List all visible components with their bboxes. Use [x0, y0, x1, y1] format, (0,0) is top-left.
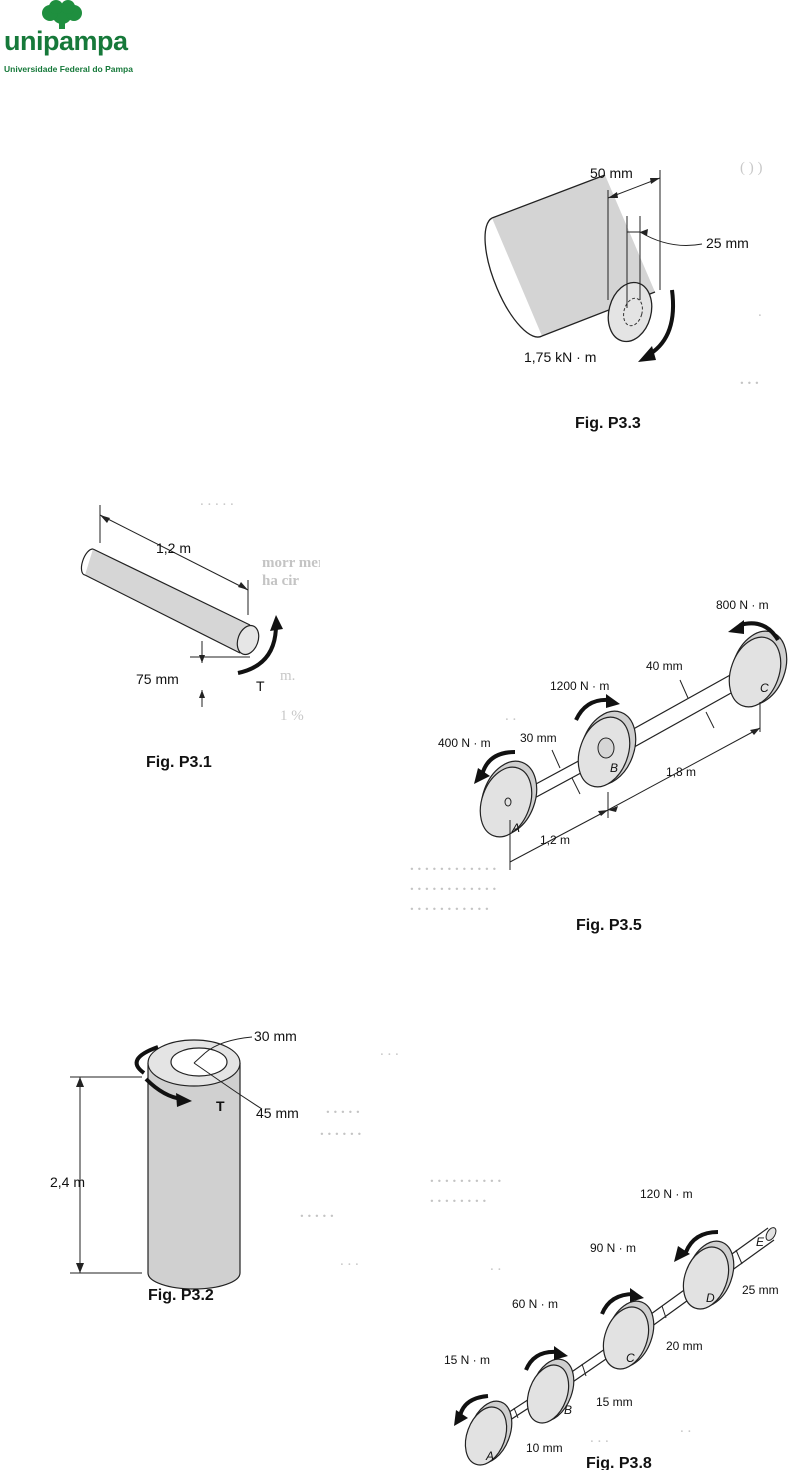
svg-text:. . .: . . .	[590, 1430, 609, 1446]
dim-inner: 30 mm	[254, 1028, 297, 1044]
svg-text:. . . . . . . . . .: . . . . . . . . . . .	[410, 898, 489, 914]
dim-length: 1,2 m	[156, 540, 191, 556]
svg-text:. . . . . . . . . . .: . . . . . . . . . . . .	[410, 878, 497, 894]
figure-p3-1: . . . . . morr mer ha cir m. 1 % 1,2 m 7…	[80, 493, 320, 771]
torque-label: 1,75 kN · m	[524, 349, 596, 365]
svg-text:. .: . .	[680, 1420, 691, 1436]
dia-ab-label: 10 mm	[526, 1441, 563, 1455]
dia-ab-label: 30 mm	[520, 731, 557, 745]
figure-caption: Fig. P3.8	[586, 1455, 652, 1470]
gear-b-label: B	[564, 1403, 572, 1417]
torque-label: T	[216, 1098, 225, 1114]
svg-text:. . . . .: . . . . .	[200, 493, 234, 509]
svg-text:. . . . . . . .: . . . . . . . .	[430, 1190, 487, 1206]
torque-c-label: 90 N · m	[590, 1241, 636, 1255]
dia-bc-label: 40 mm	[646, 659, 683, 673]
svg-text:. . . . .: . . . . .	[300, 1205, 334, 1221]
logo: unipampa Universidade Federal do Pampa	[0, 0, 140, 80]
logo-subtitle: Universidade Federal do Pampa	[4, 64, 133, 74]
dim-outer: 45 mm	[256, 1105, 299, 1121]
torque-b-label: 1200 N · m	[550, 679, 609, 693]
gear-c-label: C	[626, 1351, 635, 1365]
figure-p3-8: . . . . . . . . . . . . . . . . . . . . …	[430, 1170, 779, 1470]
figure-p3-2: . . . . . . . . . . . . . . . . . . . . …	[50, 1028, 399, 1304]
svg-text:.: .	[758, 304, 762, 320]
tube-bore	[170, 1047, 228, 1077]
torque-d-label: 120 N · m	[640, 1187, 693, 1201]
svg-text:. .: . .	[505, 708, 516, 724]
svg-text:1 %: 1 %	[280, 708, 304, 724]
gear-a-label: A	[511, 821, 520, 835]
torque-c-label: 800 N · m	[716, 598, 769, 612]
torque-b-label: 60 N · m	[512, 1297, 558, 1311]
gear-c-label: C	[760, 681, 769, 695]
figure-caption: Fig. P3.3	[575, 415, 641, 432]
shaft-body	[85, 549, 250, 653]
dim-length: 2,4 m	[50, 1174, 85, 1190]
svg-text:( ) ): ( ) )	[740, 160, 763, 176]
tube-body	[148, 1063, 240, 1273]
tree-icon	[42, 0, 82, 29]
dim-diameter: 75 mm	[136, 671, 179, 687]
figure-caption: Fig. P3.5	[576, 917, 642, 934]
svg-text:. . . . . .: . . . . . .	[320, 1123, 362, 1139]
hollow-bore	[623, 297, 643, 327]
torque-label: T	[256, 678, 265, 694]
svg-text:. . . . .: . . . . .	[326, 1101, 360, 1117]
len-bc-label: 1,8 m	[666, 765, 696, 779]
svg-text:m.: m.	[280, 668, 295, 684]
svg-text:ha cir: ha cir	[262, 573, 299, 589]
figure-caption: Fig. P3.1	[146, 754, 212, 771]
svg-text:. . . . . . . . . .: . . . . . . . . . .	[430, 1170, 502, 1186]
shaft-end-face	[236, 624, 260, 656]
logo-name: unipampa	[4, 26, 128, 56]
dia-bc-label: 15 mm	[596, 1395, 633, 1409]
torque-a-label: 15 N · m	[444, 1353, 490, 1367]
gear-b-label: B	[610, 761, 618, 775]
len-ab-label: 1,2 m	[540, 833, 570, 847]
dim-inner: 25 mm	[706, 235, 749, 251]
figure-p3-3: ( ) ) . . . . 50 mm 25 mm 1,75 kN · m Fi…	[484, 160, 763, 432]
torque-a-label: 400 N · m	[438, 736, 491, 750]
svg-text:. . .: . . .	[740, 372, 759, 388]
svg-text:. . .: . . .	[340, 1253, 359, 1269]
dim-outer: 50 mm	[590, 165, 633, 181]
gear-d-label: D	[706, 1291, 715, 1305]
svg-text:. . . . . . . . . . .: . . . . . . . . . . . .	[410, 858, 497, 874]
figure-p3-5: . . . . . . . . . . . . . . . . . . . . …	[410, 598, 788, 934]
gear-e-label: E	[756, 1235, 765, 1249]
figure-caption: Fig. P3.2	[148, 1287, 214, 1304]
svg-text:morr mer: morr mer	[262, 555, 320, 571]
dia-de-label: 25 mm	[742, 1283, 779, 1297]
svg-text:. . .: . . .	[380, 1043, 399, 1059]
gear-a-label: A	[485, 1449, 494, 1463]
dia-cd-label: 20 mm	[666, 1339, 703, 1353]
svg-text:. .: . .	[490, 1258, 501, 1274]
shaft-end-face	[607, 281, 653, 343]
